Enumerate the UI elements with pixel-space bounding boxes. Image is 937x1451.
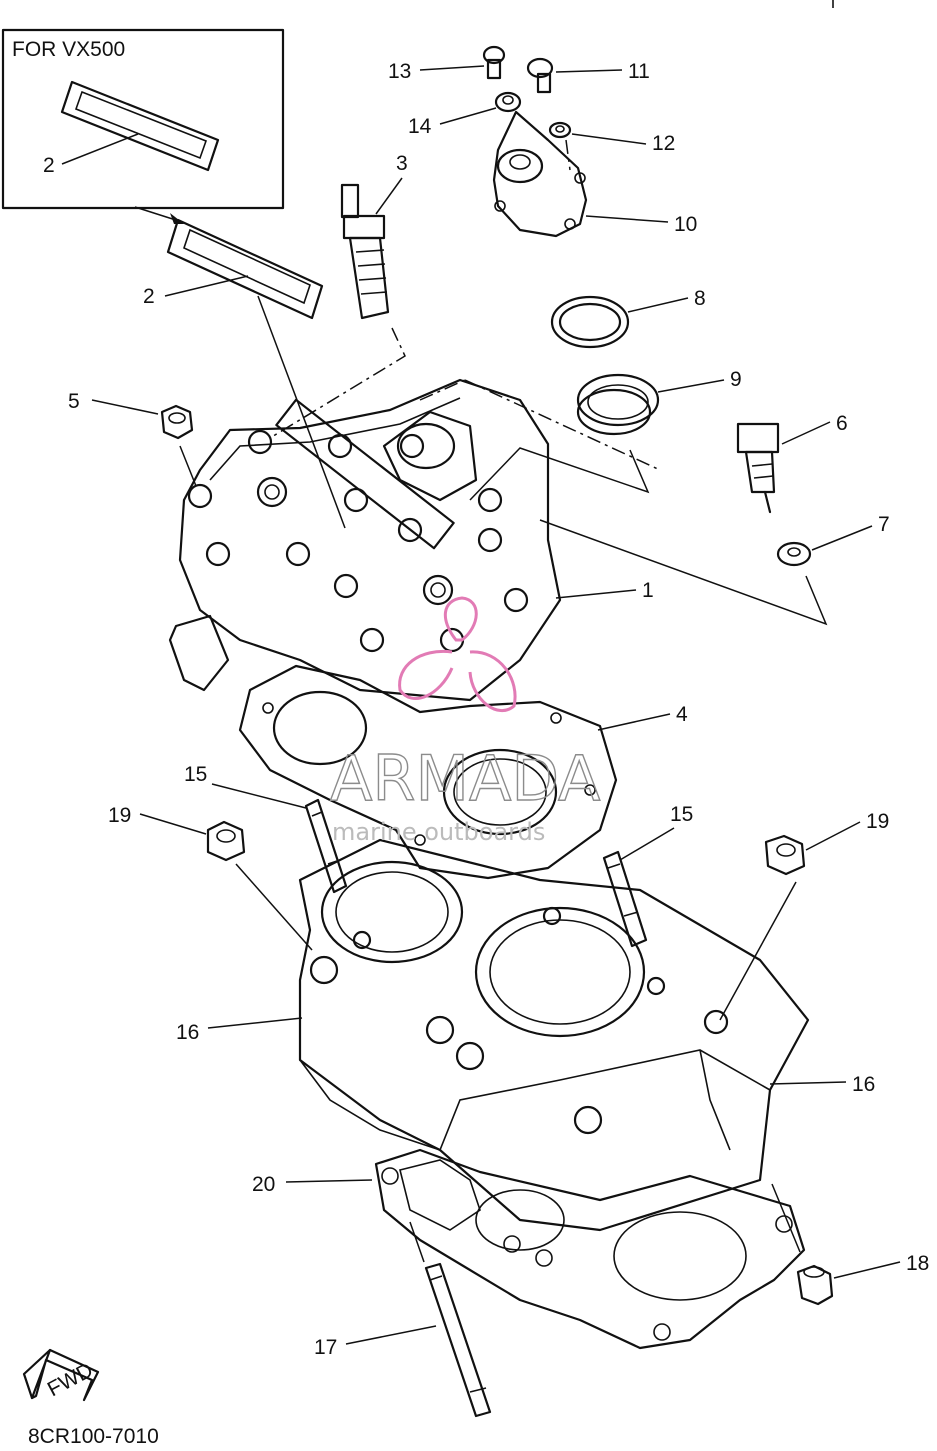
label-16-left: 16 xyxy=(176,1021,199,1044)
watermark: ARMADA marine outboards xyxy=(329,596,601,846)
label-5: 5 xyxy=(68,390,80,413)
label-16-right: 16 xyxy=(852,1073,875,1096)
label-2-inset: 2 xyxy=(43,154,55,177)
washer-part-14 xyxy=(494,91,522,113)
label-17: 17 xyxy=(314,1336,337,1359)
label-14: 14 xyxy=(408,115,432,138)
label-15-right: 15 xyxy=(670,803,693,826)
label-1: 1 xyxy=(642,579,654,602)
label-2: 2 xyxy=(143,285,155,308)
decal-inset xyxy=(60,80,220,172)
label-12: 12 xyxy=(652,132,675,155)
nut-part-19-left xyxy=(206,820,246,862)
watermark-logo xyxy=(443,596,478,642)
inset-title: FOR VX500 xyxy=(12,38,125,61)
inset-frame xyxy=(1,28,285,210)
watermark-brand: ARMADA xyxy=(330,742,600,815)
cylinder-block-part-16 xyxy=(298,838,810,1232)
label-11: 11 xyxy=(628,60,650,83)
label-19-left: 19 xyxy=(108,804,131,827)
base-gasket-part-20 xyxy=(374,1148,806,1350)
label-3: 3 xyxy=(396,152,408,175)
washer-part-7 xyxy=(776,541,812,567)
label-15-left: 15 xyxy=(184,763,207,786)
head-gasket-part-4 xyxy=(238,664,618,880)
label-19-right: 19 xyxy=(866,810,889,833)
sensor-part-6 xyxy=(736,422,780,514)
washer-part-12 xyxy=(548,121,572,139)
nut-part-5 xyxy=(160,404,194,440)
label-8: 8 xyxy=(694,287,706,310)
bolt-part-11 xyxy=(526,57,554,94)
label-4: 4 xyxy=(676,703,688,726)
nut-part-19-right xyxy=(764,834,806,876)
label-10: 10 xyxy=(674,213,697,236)
bolt-part-13 xyxy=(482,45,506,80)
dowel-part-18 xyxy=(796,1264,834,1306)
fwd-arrow: FWD xyxy=(22,1348,100,1402)
label-9: 9 xyxy=(730,368,742,391)
inset-vx500: FOR VX500 2 xyxy=(1,28,285,224)
label-6: 6 xyxy=(836,412,848,435)
watermark-tagline: marine outboards xyxy=(332,818,545,846)
label-13: 13 xyxy=(388,60,411,83)
stud-part-15-right xyxy=(602,850,648,948)
spark-plug-part-3 xyxy=(340,183,390,320)
cylinder-head-part-1 xyxy=(168,378,562,702)
thermostat-cover-part-10 xyxy=(492,110,588,238)
stud-part-17 xyxy=(424,1262,492,1418)
thermostat-part-9 xyxy=(576,373,660,436)
decal-part-2 xyxy=(166,218,324,320)
diagram-code: 8CR100-7010 xyxy=(28,1425,159,1448)
label-7: 7 xyxy=(878,513,890,536)
label-20: 20 xyxy=(252,1173,275,1196)
label-18: 18 xyxy=(906,1252,929,1275)
fwd-label: FWD xyxy=(44,1359,97,1402)
o-ring-part-8 xyxy=(550,295,630,349)
